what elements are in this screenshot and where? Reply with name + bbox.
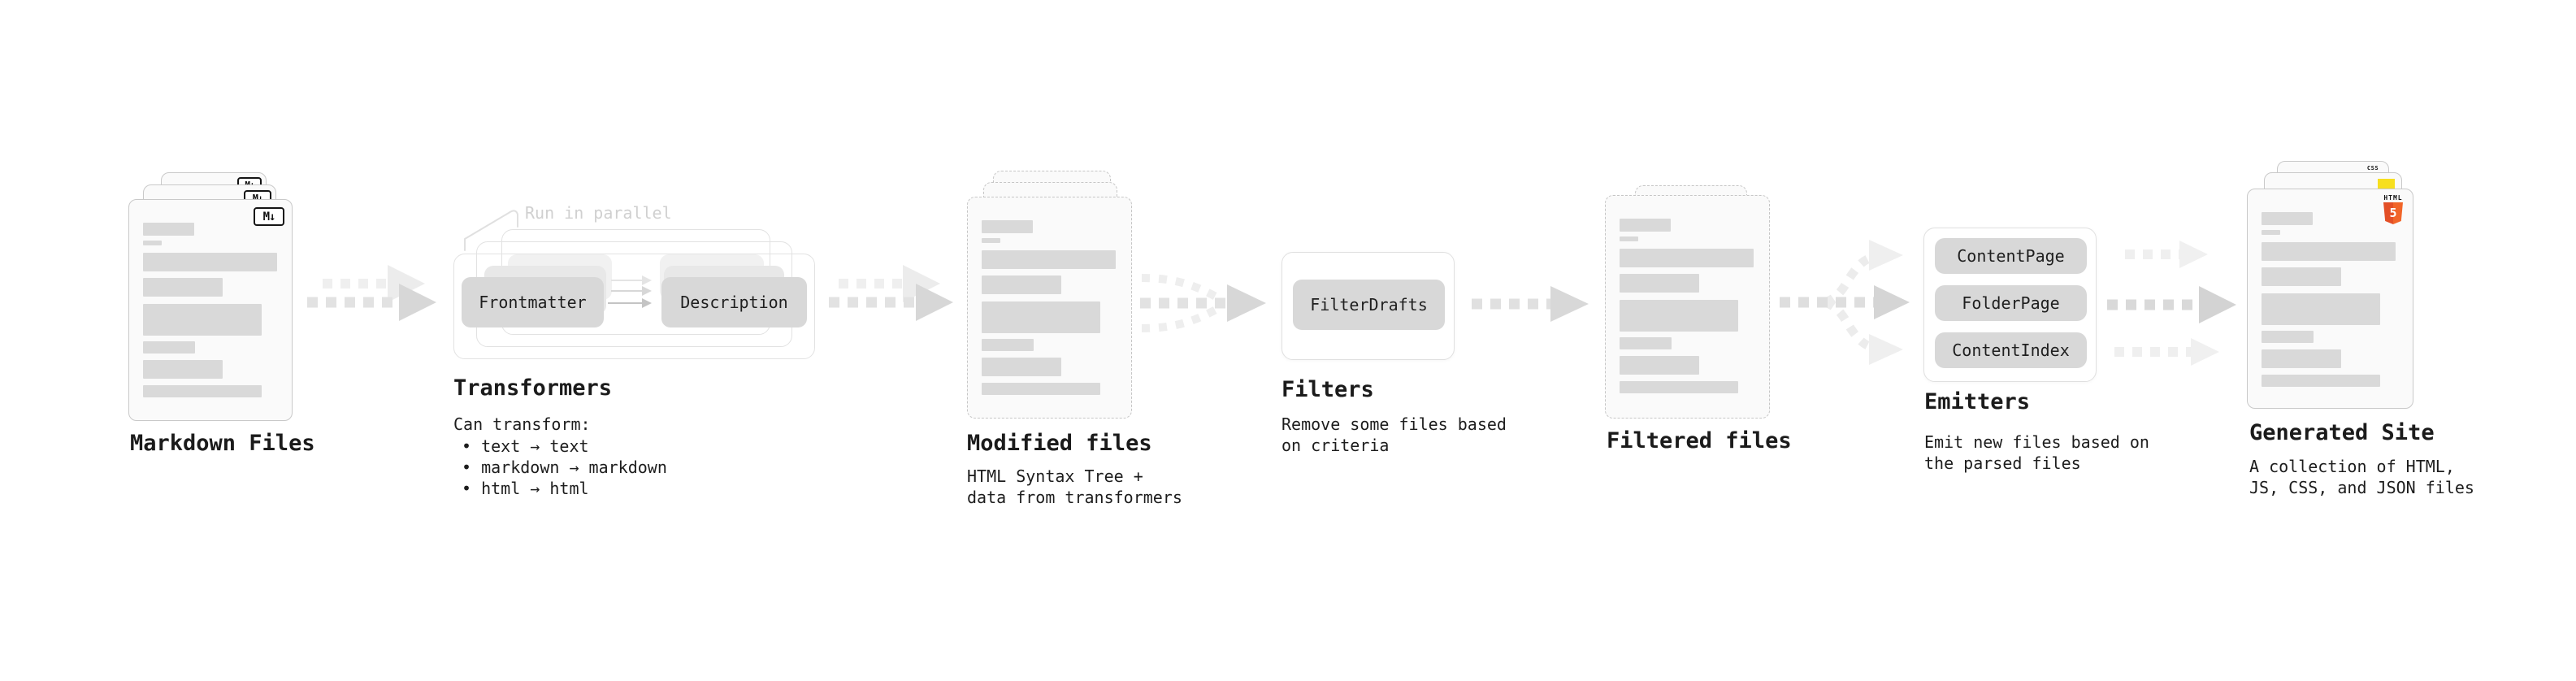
emitter-pill-contentindex: ContentIndex <box>1935 332 2087 368</box>
flow-arrow-filters-to-filtered <box>1472 286 1589 322</box>
annotation-leader-line <box>464 210 518 251</box>
generated-site-title: Generated Site <box>2249 420 2435 445</box>
modified-page-front <box>967 197 1132 419</box>
markdown-icon: M↓ <box>254 207 284 226</box>
filters-subtitle: Remove some files based on criteria <box>1281 414 1507 455</box>
markdown-files-stack: M↓ M↓ M↓ <box>128 171 301 424</box>
flow-arrow-filtered-to-emitters <box>1780 240 1910 365</box>
filters-title: Filters <box>1281 377 1374 402</box>
run-in-parallel-label: Run in parallel <box>525 203 672 223</box>
filtered-files-stack <box>1605 184 1777 423</box>
doc-content-placeholder <box>1606 196 1769 418</box>
doc-content-placeholder <box>2248 189 2413 408</box>
markdown-page-front: M↓ <box>128 199 293 421</box>
filter-pill-filterdrafts: FilterDrafts <box>1293 280 1445 330</box>
transformers-bullet-1: • text → text <box>462 436 589 456</box>
generated-site-stack: CSS HTML 5 <box>2247 160 2422 414</box>
js-icon <box>2378 179 2395 189</box>
emitters-box: ContentPage FolderPage ContentIndex <box>1923 228 2097 382</box>
transformer-pill-frontmatter: Frontmatter <box>462 277 604 327</box>
generated-site-subtitle: A collection of HTML, JS, CSS, and JSON … <box>2249 457 2474 497</box>
generated-page-front: HTML 5 <box>2247 189 2413 409</box>
emitter-pill-contentpage: ContentPage <box>1935 238 2087 274</box>
transformers-cluster: Run in parallel Frontmatter Description <box>452 203 842 378</box>
flow-arrow-modified-to-filters <box>1140 274 1266 332</box>
markdown-files-title: Markdown Files <box>130 431 315 456</box>
emitter-pill-folderpage: FolderPage <box>1935 285 2087 321</box>
doc-content-placeholder <box>129 200 292 420</box>
transformers-subtitle: Can transform: <box>453 414 591 434</box>
pipe-arrow-icon <box>611 286 652 296</box>
flow-arrow-markdown-to-transformers <box>307 265 436 321</box>
pipe-arrow-icon <box>608 298 652 308</box>
transformers-bullet-2: • markdown → markdown <box>462 458 667 477</box>
transformers-title: Transformers <box>453 375 613 401</box>
flow-arrow-transformers-to-modified <box>829 265 953 321</box>
pipe-arrow-icon <box>611 275 652 285</box>
doc-content-placeholder <box>968 197 1131 418</box>
transformer-layer-front <box>453 254 815 359</box>
filtered-page-front <box>1605 195 1770 419</box>
html5-icon: HTML 5 <box>2381 194 2405 224</box>
transformer-pill-description: Description <box>661 277 807 327</box>
emitters-title: Emitters <box>1924 389 2031 414</box>
transformers-bullet-3: • html → html <box>462 479 589 498</box>
filters-box: FilterDrafts <box>1281 252 1455 360</box>
modified-files-stack <box>967 169 1139 423</box>
modified-files-title: Modified files <box>967 431 1152 456</box>
filtered-files-title: Filtered files <box>1607 428 1792 453</box>
modified-files-subtitle: HTML Syntax Tree + data from transformer… <box>967 466 1182 507</box>
flow-arrow-emitters-to-generated <box>2107 241 2236 366</box>
emitters-subtitle: Emit new files based on the parsed files <box>1924 432 2149 473</box>
